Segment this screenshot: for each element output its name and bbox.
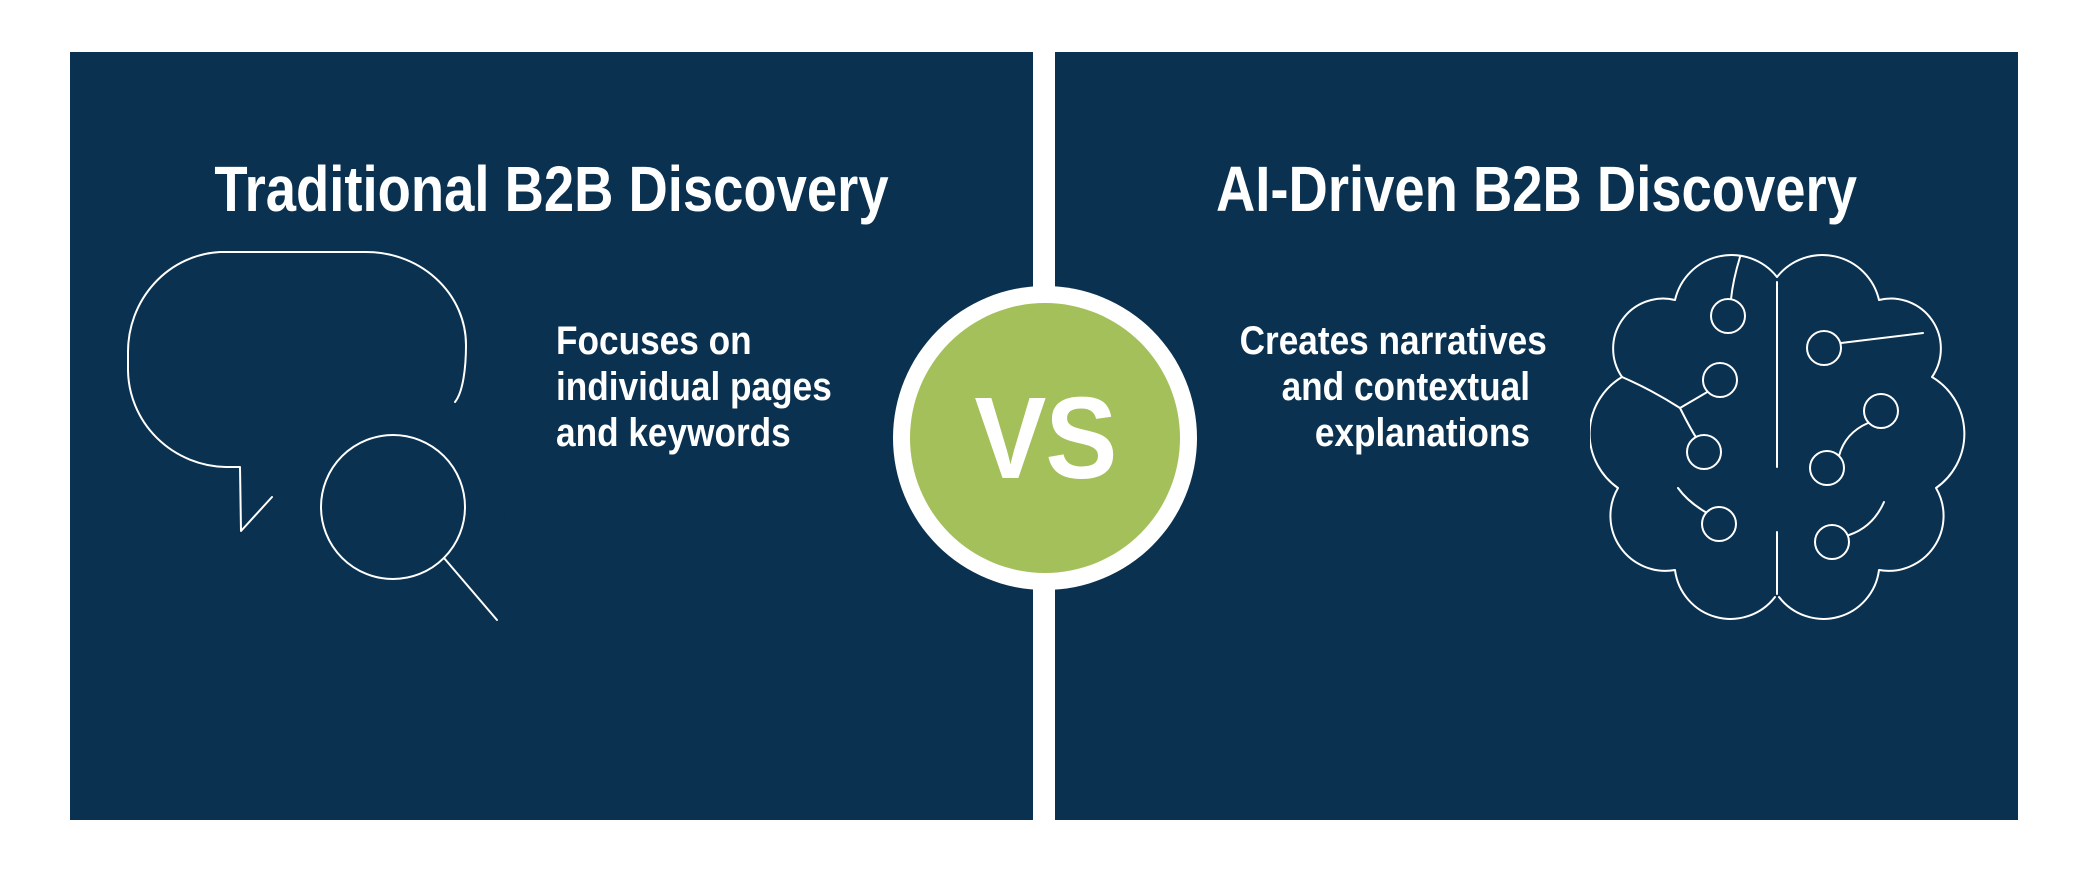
speech-bubble-outline: [126, 250, 467, 532]
magnifier-handle: [443, 557, 498, 621]
brain-circuit-traces: [1621, 256, 1924, 536]
left-panel-description: Focuses on individual pages and keywords: [556, 318, 832, 456]
left-description-line: and keywords: [556, 411, 791, 455]
brain-circuit-icon: [1590, 254, 1966, 620]
vs-badge-circle: VS: [910, 303, 1180, 573]
right-description-line: explanations: [1314, 411, 1530, 455]
left-description-line: individual pages: [556, 365, 832, 409]
panel-ai-driven: AI-Driven B2B Discovery Creates narrativ…: [1055, 52, 2018, 820]
right-description-line: Creates narratives: [1239, 319, 1547, 363]
right-panel-description: Creates narratives and contextual explan…: [1239, 318, 1547, 456]
left-panel-title: Traditional B2B Discovery: [214, 153, 889, 225]
brain-circuit-nodes: [1686, 298, 1899, 560]
left-description-line: Focuses on: [556, 319, 752, 363]
brain-outline: [1590, 254, 1966, 620]
speech-bubble-magnifier-icon: [126, 250, 505, 621]
panel-traditional: Traditional B2B Discovery Focuses on ind…: [70, 52, 1033, 820]
right-description-line: and contextual: [1281, 365, 1530, 409]
magnifier-lens: [320, 434, 466, 580]
magnifier-halo: [281, 395, 505, 619]
vs-badge-label: VS: [973, 373, 1117, 503]
right-panel-title: AI-Driven B2B Discovery: [1216, 153, 1857, 225]
vs-badge: VS: [893, 286, 1197, 590]
